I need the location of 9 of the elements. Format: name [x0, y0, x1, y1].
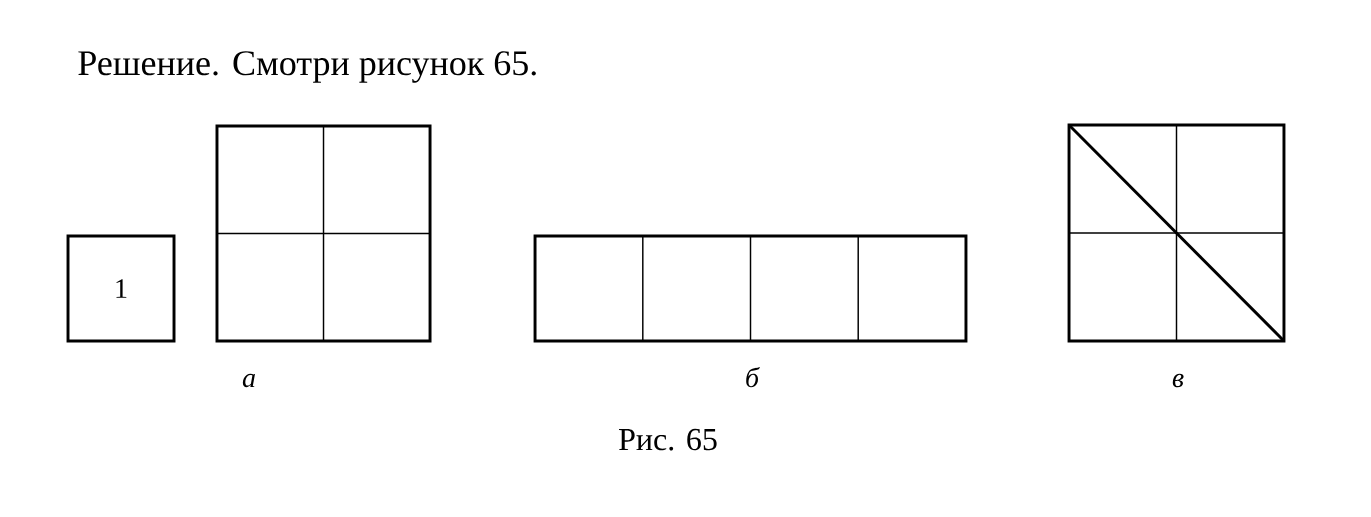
figure-letter: а: [242, 373, 255, 388]
grid-square: [1067, 123, 1286, 343]
figure-letter: в: [1172, 373, 1184, 388]
grid-square: [215, 124, 432, 343]
grid-rectangle: [533, 234, 968, 343]
caption: Рис. 65: [619, 428, 717, 451]
figure-letter: б: [746, 366, 760, 388]
heading: Решение. Смотри рисунок 65.: [78, 51, 536, 83]
unit-square: 1: [66, 234, 176, 343]
